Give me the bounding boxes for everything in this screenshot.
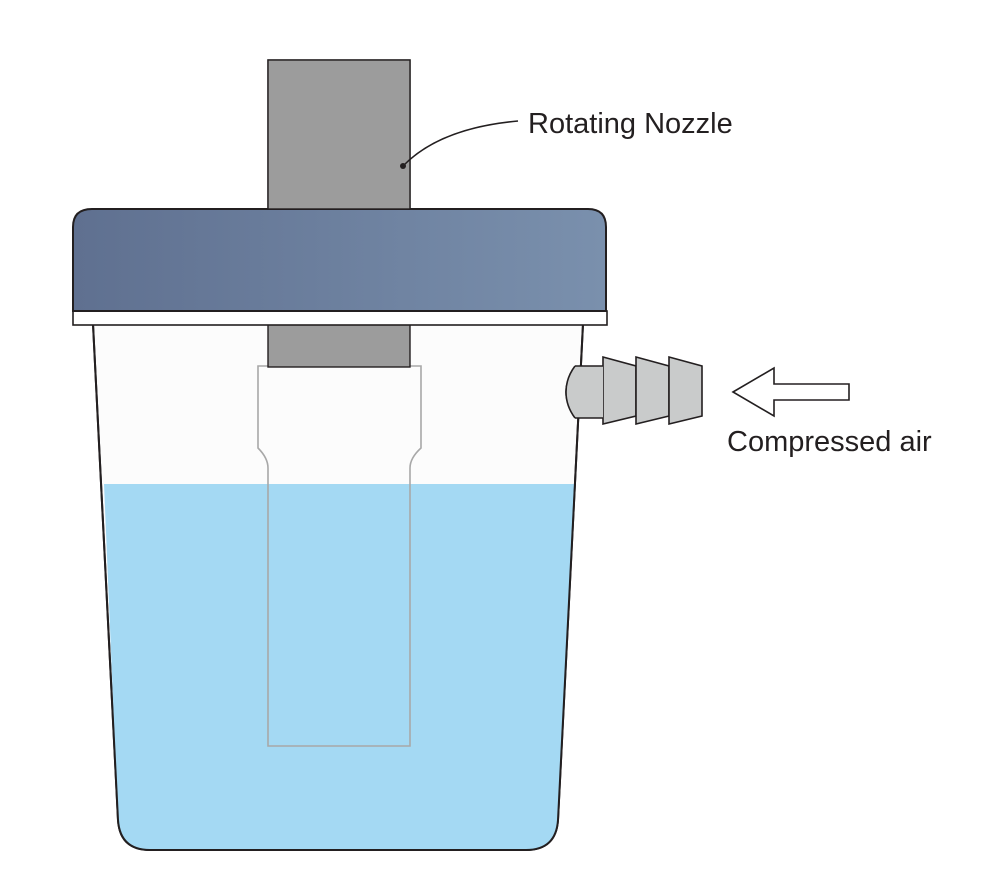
nozzle-leader-dot bbox=[400, 163, 406, 169]
liquid bbox=[104, 484, 574, 850]
container-outline-over-liquid bbox=[91, 323, 585, 851]
lid bbox=[72, 208, 607, 312]
rotating-nozzle-label: Rotating Nozzle bbox=[528, 108, 733, 140]
nozzle-leader-line bbox=[402, 120, 519, 167]
air-arrow bbox=[731, 366, 850, 418]
lid-rim bbox=[72, 310, 608, 326]
inner-sleeve bbox=[257, 365, 422, 747]
compressed-air-label: Compressed air bbox=[727, 426, 932, 458]
nozzle-top bbox=[267, 59, 411, 210]
air-inlet-fitting bbox=[565, 355, 703, 426]
